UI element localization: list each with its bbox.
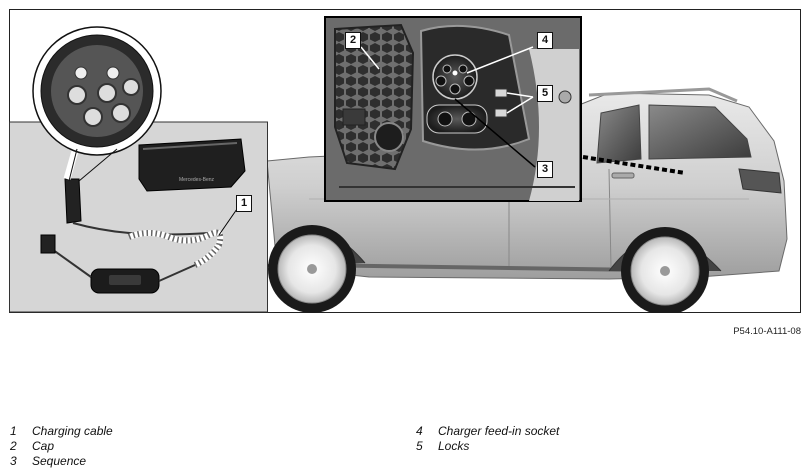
legend-label: Charger feed-in socket: [438, 424, 560, 438]
legend-item: 1 Charging cable: [10, 424, 113, 439]
legend-number: 3: [10, 454, 17, 468]
front-wheel: [268, 225, 356, 313]
legend-number: 4: [416, 424, 423, 438]
charging-cable-inset: Mercedes-Benz: [9, 121, 268, 313]
callout-5: 5: [537, 85, 553, 102]
legend-label: Locks: [438, 439, 470, 453]
legend-left: 1 Charging cable 2 Cap 3 Sequence: [10, 424, 113, 469]
callout-4: 4: [537, 32, 553, 49]
legend-number: 5: [416, 439, 423, 453]
legend-number: 2: [10, 439, 17, 453]
plug-face-detail: [32, 26, 162, 182]
legend-item: 3 Sequence: [10, 454, 113, 469]
rear-wheel: [621, 227, 709, 315]
callout-1: 1: [236, 195, 252, 212]
legend-item: 5 Locks: [416, 439, 559, 454]
legend-number: 1: [10, 424, 17, 438]
legend-right: 4 Charger feed-in socket 5 Locks: [416, 424, 559, 454]
callout-2: 2: [345, 32, 361, 49]
legend-item: 4 Charger feed-in socket: [416, 424, 559, 439]
legend-label: Cap: [32, 439, 55, 453]
legend-label: Sequence: [32, 454, 87, 468]
svg-text:Mercedes-Benz: Mercedes-Benz: [179, 177, 215, 183]
legend-item: 2 Cap: [10, 439, 113, 454]
figure-code: P54.10-A111-08: [733, 326, 801, 337]
illustration-frame: Mercedes-Benz: [9, 9, 801, 315]
vehicle-charging-illustration: Mercedes-Benz: [9, 9, 801, 315]
legend-label: Charging cable: [32, 424, 113, 438]
callout-3: 3: [537, 161, 553, 178]
